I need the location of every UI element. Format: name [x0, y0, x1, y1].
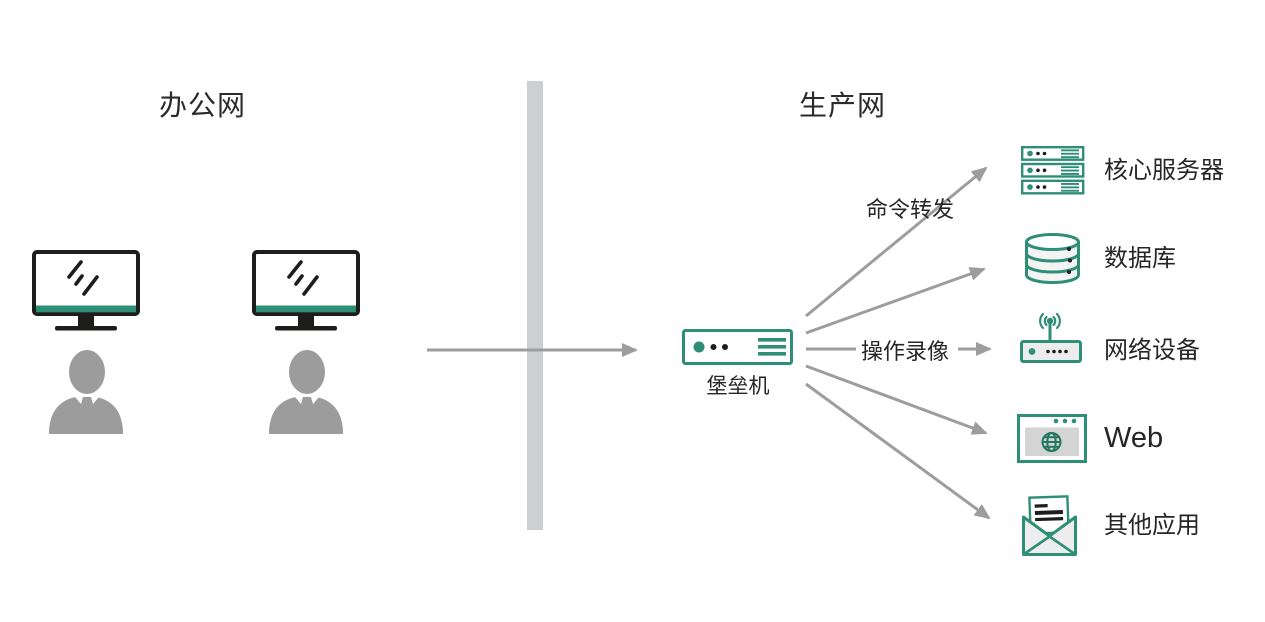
database-icon — [1025, 233, 1080, 284]
target-label-other-apps: 其他应用 — [1104, 512, 1200, 539]
browser-icon — [1017, 414, 1087, 463]
screen-slashes — [67, 260, 99, 296]
target-label-core-server: 核心服务器 — [1104, 157, 1224, 184]
router-icon — [1020, 312, 1082, 363]
globe-icon — [1041, 432, 1062, 452]
arrow-to-web — [805, 364, 988, 435]
production-network-title: 生产网 — [799, 90, 887, 121]
arrow-to-database — [805, 267, 986, 335]
monitor-icon — [252, 250, 360, 331]
server-unit — [1021, 179, 1085, 195]
bastion-host-label: 堡垒机 — [706, 375, 770, 398]
user-icon — [269, 350, 343, 434]
office-network-title: 办公网 — [159, 90, 247, 121]
wifi-waves — [1039, 312, 1061, 330]
server-unit — [1021, 162, 1085, 178]
server-stack-icon — [1021, 146, 1085, 195]
screen-slashes — [287, 260, 319, 296]
arrow-to-core-server — [805, 166, 988, 318]
target-label-network-device: 网络设备 — [1104, 337, 1200, 364]
isolation-barrier — [527, 81, 543, 530]
envelope-icon — [1022, 495, 1077, 556]
bastion-fan-arrows — [805, 166, 992, 520]
command-forwarding-label: 命令转发 — [866, 197, 955, 222]
target-label-database: 数据库 — [1104, 245, 1176, 272]
server-unit — [1021, 146, 1085, 161]
bastion-host-icon — [682, 329, 793, 365]
user-icon — [49, 350, 123, 434]
arrow-to-other-apps — [805, 382, 991, 520]
operation-recording-label: 操作录像 — [861, 339, 950, 364]
target-label-web: Web — [1104, 422, 1164, 454]
monitor-icon — [32, 250, 140, 331]
